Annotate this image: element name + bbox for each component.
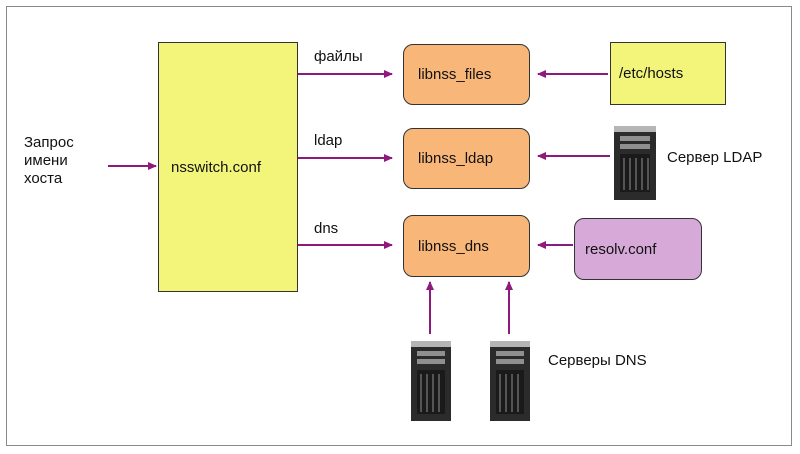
- route-ldap-label: ldap: [314, 132, 343, 149]
- etc-hosts-label: /etc/hosts: [619, 65, 684, 82]
- libnss-dns-box: libnss_dns: [403, 215, 530, 277]
- libnss-files-box: libnss_files: [403, 44, 530, 105]
- request-label: Запрос имени хоста: [24, 134, 74, 188]
- request-line-2: имени: [24, 152, 68, 169]
- libnss-ldap-box: libnss_ldap: [403, 128, 530, 189]
- request-line-1: Запрос: [24, 134, 74, 151]
- libnss-dns-label: libnss_dns: [418, 237, 489, 255]
- resolv-conf-box: resolv.conf: [574, 218, 702, 280]
- dns-servers-label: Серверы DNS: [548, 352, 647, 369]
- nsswitch-label: nsswitch.conf: [171, 158, 262, 176]
- route-dns-label: dns: [314, 220, 339, 237]
- libnss-files-label: libnss_files: [418, 66, 492, 83]
- ldap-server-label: Сервер LDAP: [667, 149, 763, 166]
- server-tower-icon: [490, 341, 530, 421]
- libnss-ldap-label: libnss_ldap: [418, 150, 494, 167]
- resolv-conf-label: resolv.conf: [585, 240, 657, 258]
- request-line-3: хоста: [24, 170, 63, 187]
- server-tower-icon: [411, 341, 451, 421]
- route-files-label: файлы: [314, 48, 363, 65]
- etc-hosts-box: /etc/hosts: [610, 42, 726, 105]
- nsswitch-box: nsswitch.conf: [158, 42, 298, 292]
- server-tower-icon: [614, 126, 656, 200]
